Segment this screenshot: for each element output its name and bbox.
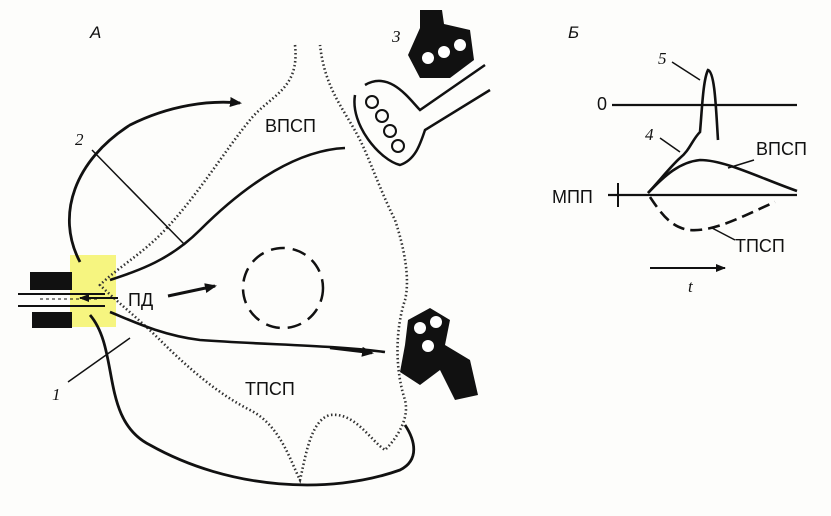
marker-3: 3 [391, 27, 401, 46]
ipsp-label-a: ТПСП [245, 379, 295, 399]
marker-5: 5 [658, 49, 667, 68]
ap-arrow [168, 286, 215, 296]
neuron-membrane [100, 45, 407, 480]
marker-1: 1 [52, 385, 61, 404]
zero-label: 0 [597, 94, 607, 114]
excitatory-synapse-3 [408, 10, 474, 78]
panel-b-letter: Б [568, 23, 579, 42]
rmp-label: МПП [552, 187, 593, 207]
presynaptic-terminal [354, 65, 490, 165]
inhibitory-synapse [400, 308, 478, 400]
ap-label: ПД [128, 290, 153, 310]
action-potential-trace [648, 70, 718, 193]
marker-4: 4 [645, 125, 654, 144]
pointer-2 [92, 150, 185, 245]
epsp-trace [648, 160, 797, 193]
epsp-label-b: ВПСП [756, 139, 807, 159]
panel-a-letter: А [89, 23, 101, 42]
ipsp-current-path [110, 312, 385, 352]
ipsp-label-b: ТПСП [735, 236, 785, 256]
pointer-1 [68, 338, 130, 382]
pointer-4 [660, 138, 680, 152]
epsp-label-a: ВПСП [265, 116, 316, 136]
pointer-ipsp [712, 228, 735, 240]
outer-epsp-loop [69, 102, 240, 262]
nucleus [243, 248, 323, 328]
marker-2: 2 [75, 130, 84, 149]
time-label: t [688, 277, 694, 296]
outer-ipsp-loop [90, 315, 414, 485]
ipsp-trace [650, 197, 775, 230]
epsp-current-path [110, 148, 345, 280]
pointer-5 [672, 62, 700, 80]
pointer-epsp [728, 160, 754, 168]
electrode-highlight [70, 255, 116, 327]
